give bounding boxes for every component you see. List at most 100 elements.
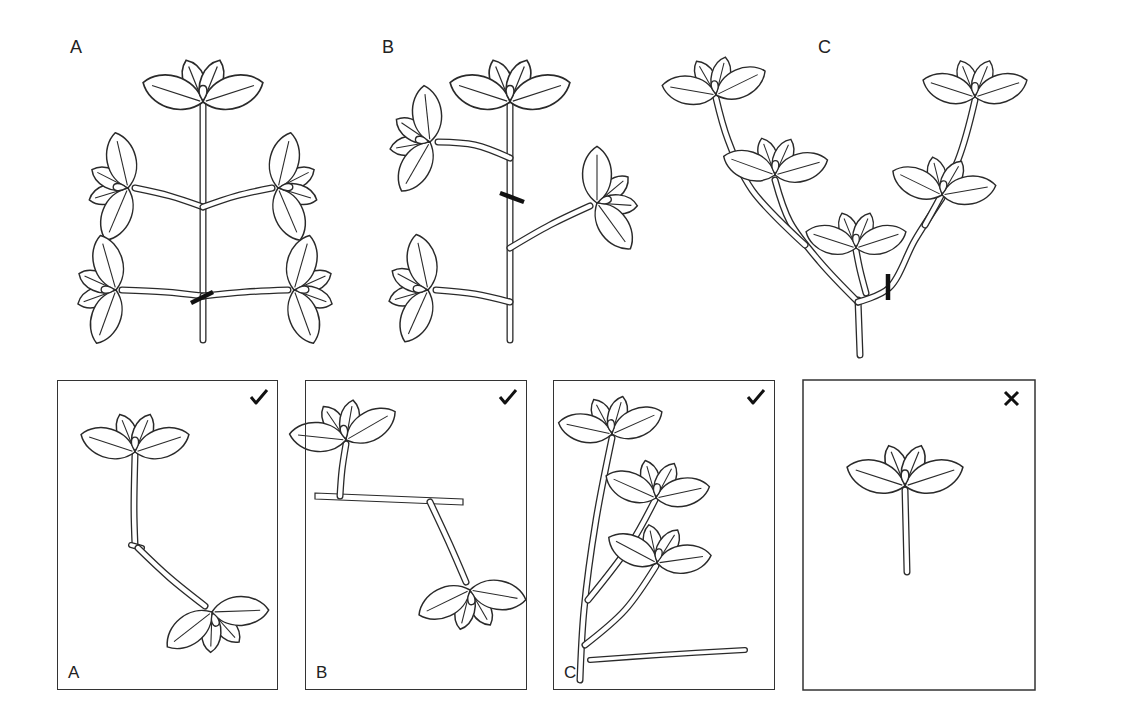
panel-box: B xyxy=(305,380,527,690)
stem xyxy=(590,650,745,660)
leaf xyxy=(264,130,305,192)
stem xyxy=(858,300,860,355)
stem xyxy=(905,490,907,572)
cross-mark xyxy=(1005,392,1018,405)
stem-core xyxy=(203,290,288,296)
leaf-cluster xyxy=(599,514,719,586)
leaf-midrib xyxy=(348,416,387,439)
panel-box xyxy=(803,380,1035,690)
leaf xyxy=(131,421,194,466)
leaf-midrib xyxy=(616,541,655,562)
stem-core xyxy=(510,206,590,248)
leaf xyxy=(802,219,860,261)
leaf-cluster xyxy=(381,228,448,350)
bud xyxy=(901,470,909,485)
leaf-cluster xyxy=(566,135,654,263)
leaf xyxy=(585,195,642,258)
leaf-midrib xyxy=(473,590,518,598)
leaf-cluster xyxy=(280,388,406,466)
bud xyxy=(295,286,309,294)
stem xyxy=(134,455,135,545)
stem-core xyxy=(858,300,860,355)
leaf xyxy=(556,409,615,448)
leaf-midrib xyxy=(279,141,289,185)
leaf-midrib xyxy=(117,141,127,185)
bud xyxy=(199,86,207,101)
stem xyxy=(200,105,207,340)
leaf xyxy=(86,232,129,294)
stem xyxy=(856,250,866,293)
leaf-cluster xyxy=(77,411,194,466)
leaf-midrib xyxy=(513,85,561,101)
stem-core xyxy=(134,455,135,545)
leaf-midrib xyxy=(295,293,311,336)
leaf-midrib xyxy=(900,175,939,194)
leaf xyxy=(971,67,1032,110)
leaf-midrib xyxy=(206,85,254,101)
leaf xyxy=(198,67,268,117)
bud xyxy=(113,183,127,191)
panel-letter: B xyxy=(316,664,327,683)
bud xyxy=(939,180,948,194)
leaf xyxy=(83,285,130,348)
leaf-midrib xyxy=(138,437,181,451)
cut-mark xyxy=(500,193,524,202)
leaf xyxy=(392,284,441,348)
leaf-cluster xyxy=(842,442,967,501)
leaf xyxy=(602,525,663,575)
leaf xyxy=(842,452,910,500)
stem-core xyxy=(430,502,466,582)
bud xyxy=(209,612,220,627)
leaf-cluster xyxy=(82,126,147,247)
leaf-midrib xyxy=(215,610,260,612)
leaf-midrib xyxy=(567,424,610,433)
leaf-midrib xyxy=(100,293,116,336)
stem-core xyxy=(856,250,866,293)
leaf-midrib xyxy=(856,470,902,485)
stem-core xyxy=(905,490,907,572)
panel-letter: C xyxy=(564,664,576,683)
bud xyxy=(279,183,293,191)
stem xyxy=(203,188,272,207)
leaf xyxy=(660,72,719,109)
leaf-cluster xyxy=(552,389,669,453)
bud xyxy=(506,86,514,101)
cut-mark xyxy=(191,292,213,303)
stem xyxy=(438,142,510,158)
leaf-midrib xyxy=(858,234,898,247)
leaf-cluster xyxy=(73,230,132,349)
leaf-midrib xyxy=(945,187,988,195)
leaf-midrib xyxy=(670,87,713,95)
stem xyxy=(203,290,288,296)
leaf xyxy=(583,146,612,203)
leaf xyxy=(505,67,575,117)
leaf xyxy=(771,147,831,189)
leaf-midrib xyxy=(718,75,757,94)
leaf xyxy=(606,399,667,447)
leaf-midrib xyxy=(459,85,507,101)
leaf-cluster xyxy=(138,56,268,117)
leaf xyxy=(389,135,442,199)
cut-mark xyxy=(886,274,891,300)
bud xyxy=(711,80,720,94)
bud xyxy=(853,234,860,247)
stem xyxy=(510,206,590,248)
panel-box: A xyxy=(57,380,278,690)
leaf-cluster xyxy=(599,453,716,517)
leaf-cluster xyxy=(410,568,533,639)
stem-core xyxy=(590,650,745,660)
bud xyxy=(415,135,430,145)
check-mark xyxy=(500,390,516,403)
bud xyxy=(413,285,427,293)
leaf-midrib xyxy=(614,479,654,497)
stem-core xyxy=(438,142,510,158)
leaf-midrib xyxy=(425,94,430,139)
stem xyxy=(122,290,203,296)
panel-letter: A xyxy=(68,664,79,683)
check-mark xyxy=(748,390,764,403)
bud xyxy=(654,548,663,562)
leaf-midrib xyxy=(406,144,429,183)
bud xyxy=(607,419,615,433)
leaf-midrib xyxy=(279,190,297,232)
